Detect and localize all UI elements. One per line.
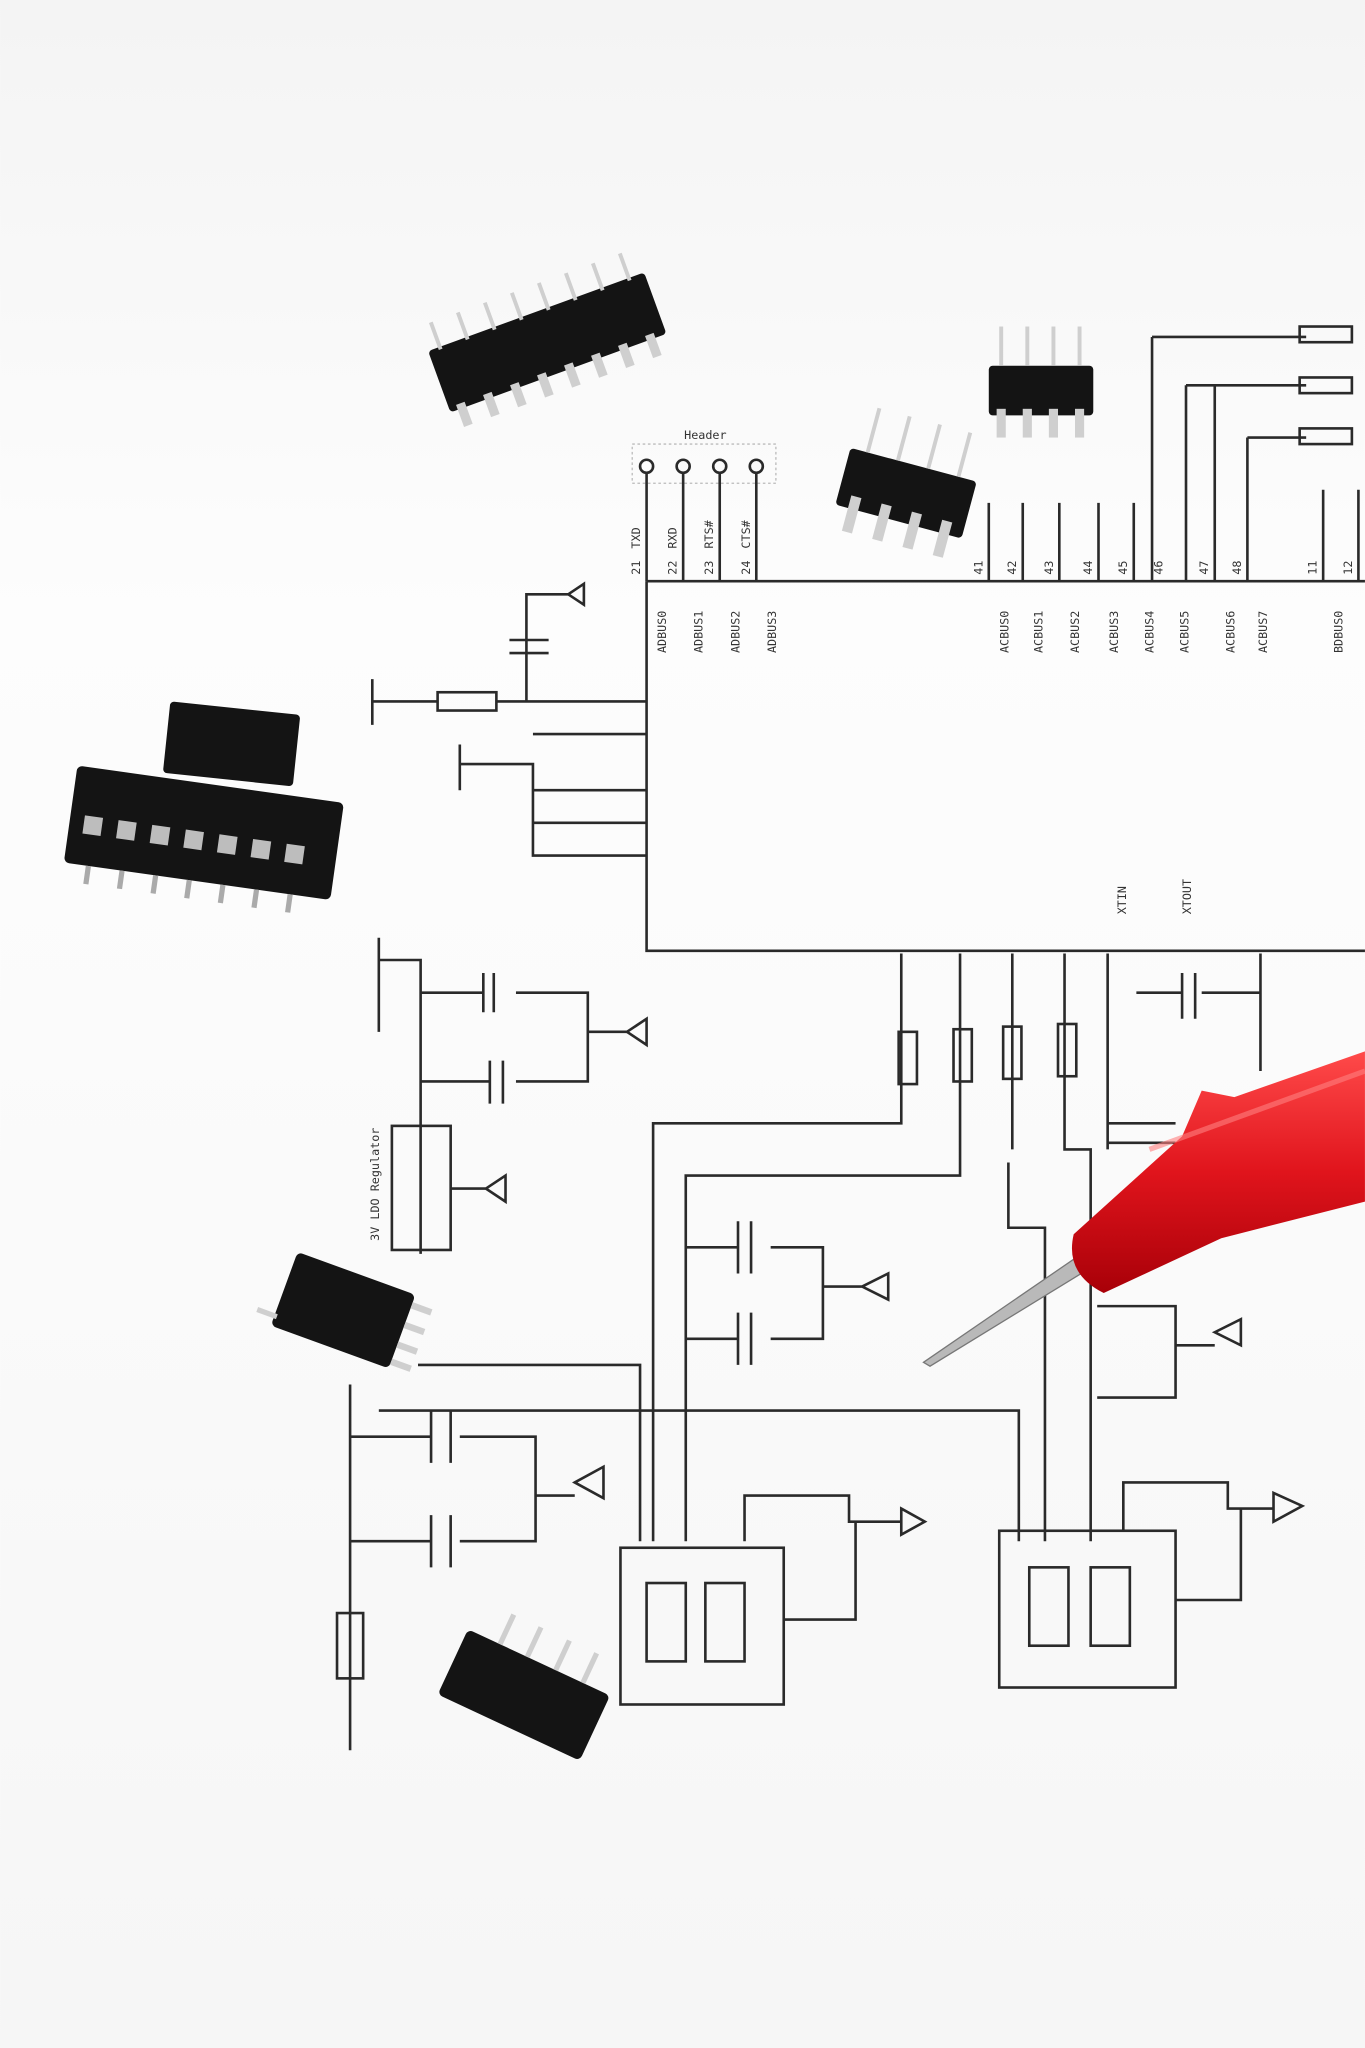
- svg-text:TXD: TXD: [629, 527, 643, 548]
- svg-text:41: 41: [971, 561, 985, 575]
- svg-text:ADBUS1: ADBUS1: [692, 611, 706, 653]
- svg-text:44: 44: [1081, 561, 1095, 575]
- header-pin-3: 24 CTS# ADBUS3: [739, 458, 779, 653]
- ic-chip-dip8-bottom: [439, 1613, 609, 1759]
- svg-text:11: 11: [1306, 561, 1320, 575]
- header-pin-1: 22 RXD ADBUS1: [666, 458, 706, 653]
- svg-text:12: 12: [1341, 561, 1355, 575]
- svg-text:ACBUS3: ACBUS3: [1107, 611, 1121, 653]
- svg-text:ACBUS1: ACBUS1: [1031, 611, 1045, 653]
- svg-text:CTS#: CTS#: [739, 519, 753, 548]
- svg-text:ADBUS0: ADBUS0: [655, 611, 669, 653]
- ic-chip-dip16-top: [428, 252, 666, 427]
- svg-text:ACBUS5: ACBUS5: [1178, 611, 1192, 653]
- probe-handle: [1071, 1051, 1365, 1294]
- svg-text:ACBUS6: ACBUS6: [1223, 611, 1237, 653]
- ic-chip-stack-left: [64, 701, 344, 913]
- header-pin-0: 21 TXD ADBUS0: [629, 458, 669, 653]
- power-network: 3V LDO Regulator: [335, 581, 648, 1751]
- svg-text:ADBUS3: ADBUS3: [765, 611, 779, 653]
- signal-traces: XTIN XTOUT: [378, 879, 1262, 1542]
- transistor-block-right: [997, 1481, 1306, 1689]
- svg-text:47: 47: [1197, 561, 1211, 575]
- svg-text:43: 43: [1042, 561, 1056, 575]
- ic-chip-dip8-lower-left: [256, 1253, 433, 1372]
- svg-text:BDBUS0: BDBUS0: [1332, 611, 1346, 653]
- svg-text:XTOUT: XTOUT: [1180, 879, 1194, 914]
- header-connector: Header 21 TXD ADBUS0 22 RXD ADBUS1 23 RT…: [629, 428, 779, 653]
- transistor-block-left: [619, 1494, 928, 1706]
- svg-text:48: 48: [1230, 561, 1244, 575]
- ic-chip-dip8-top-right: [988, 326, 1094, 438]
- svg-text:24: 24: [739, 561, 753, 575]
- svg-text:23: 23: [702, 561, 716, 575]
- svg-text:ADBUS2: ADBUS2: [728, 611, 742, 653]
- svg-text:ACBUS2: ACBUS2: [1068, 611, 1082, 653]
- svg-text:21: 21: [629, 561, 643, 575]
- header-label: Header: [684, 428, 726, 442]
- svg-text:RXD: RXD: [666, 527, 680, 548]
- header-pin-2: 23 RTS# ADBUS2: [702, 458, 742, 653]
- regulator-label: 3V LDO Regulator: [368, 1128, 382, 1241]
- svg-text:45: 45: [1116, 561, 1130, 575]
- svg-text:ACBUS4: ACBUS4: [1142, 611, 1156, 653]
- svg-text:ACBUS7: ACBUS7: [1256, 611, 1270, 653]
- svg-text:46: 46: [1152, 561, 1166, 575]
- svg-text:XTIN: XTIN: [1115, 886, 1129, 914]
- svg-text:RTS#: RTS#: [702, 519, 716, 548]
- ic-chip-dip8-middle: [836, 407, 976, 558]
- svg-text:ACBUS0: ACBUS0: [997, 611, 1011, 653]
- svg-text:42: 42: [1005, 561, 1019, 575]
- red-test-probe: [922, 1051, 1365, 1367]
- svg-text:22: 22: [666, 561, 680, 575]
- main-ic-outline: [645, 579, 1365, 953]
